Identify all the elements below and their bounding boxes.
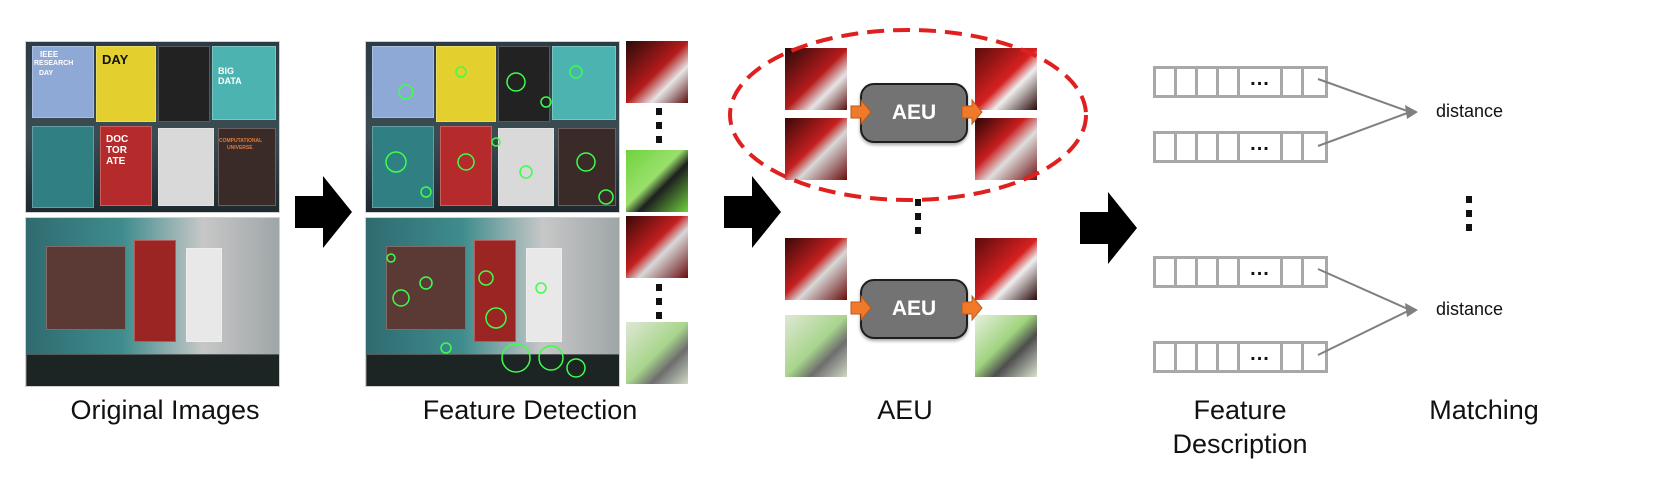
poster-text-ieee: IEEE	[40, 50, 59, 59]
poster-text-day-2: DAY	[102, 52, 129, 67]
descriptor-bar-3: ...	[1153, 256, 1328, 288]
poster-doctorate	[100, 126, 152, 206]
poster-universe	[218, 128, 276, 206]
aeu-output-patch-2	[975, 118, 1037, 180]
match-arrowhead-top	[1405, 105, 1418, 119]
descriptor-bar-4: ...	[1153, 341, 1328, 373]
det-poster-diamond	[498, 128, 554, 206]
aeu-box-bottom: AEU	[860, 279, 968, 339]
det-poster-doctorate-tilted	[474, 240, 516, 342]
label-feature-detection: Feature Detection	[422, 395, 638, 425]
match-line-2	[1317, 111, 1411, 147]
det-poster-doctorate	[440, 126, 492, 206]
stage-arrow-1	[295, 176, 352, 248]
poster-text-universe: UNIVERSE	[227, 145, 253, 151]
aeu-input-patch-2	[785, 118, 847, 180]
stage-arrow-2	[724, 176, 781, 248]
detection-image-bottom	[365, 217, 620, 387]
det-poster-circuit	[372, 126, 434, 208]
poster-text-ate: ATE	[106, 156, 126, 167]
matching-ellipsis	[1465, 196, 1473, 238]
keypoints-top	[385, 65, 614, 205]
small-arrow-in-bottom	[850, 294, 872, 322]
aeu-output-patch-4	[975, 315, 1037, 377]
original-image-bottom	[25, 217, 280, 387]
descriptor-bar-1: ...	[1153, 66, 1328, 98]
distance-label-bottom: distance	[1436, 299, 1504, 319]
small-arrow-in-top	[850, 98, 872, 126]
det-poster-blue	[372, 46, 434, 118]
descriptor-bar-2: ...	[1153, 131, 1328, 163]
patch-column-3	[626, 216, 688, 278]
poster-floor	[26, 354, 279, 386]
aeu-input-patch-1	[785, 48, 847, 110]
match-arrowhead-bottom	[1405, 303, 1418, 317]
det-poster-universe	[558, 128, 616, 206]
label-aeu: AEU	[877, 395, 933, 425]
poster-text-doc: DOC	[106, 134, 129, 145]
det-poster-circuit-large	[386, 246, 466, 330]
descriptor-ellipsis-2: ...	[1240, 134, 1283, 160]
poster-text-big-data: BIG DATA	[218, 66, 242, 86]
poster-teal	[212, 46, 276, 120]
aeu-output-patch-3	[975, 238, 1037, 300]
small-arrow-out-bottom	[961, 294, 983, 322]
label-feature-description-2: Description	[1172, 429, 1308, 459]
patch-ellipsis-2	[655, 284, 663, 326]
poster-circuit	[32, 126, 94, 208]
match-line-3	[1317, 268, 1411, 311]
small-arrow-out-top	[961, 98, 983, 126]
poster-text-tor: TOR	[106, 145, 127, 156]
poster-circuit-large	[46, 246, 126, 330]
det-poster-teal	[552, 46, 616, 120]
aeu-input-patch-3	[785, 238, 847, 300]
poster-diamond	[158, 128, 214, 206]
label-matching: Matching	[1429, 395, 1539, 425]
aeu-box-top: AEU	[860, 83, 968, 143]
poster-diamond-tilted	[186, 248, 222, 342]
aeu-ellipsis	[914, 199, 922, 241]
label-feature-description-1: Feature	[1193, 395, 1287, 425]
poster-dark	[158, 46, 210, 122]
distance-label-top: distance	[1436, 101, 1504, 121]
descriptor-ellipsis-4: ...	[1240, 344, 1283, 370]
poster-doctorate-tilted	[134, 240, 176, 342]
patch-column-2	[626, 150, 688, 212]
detection-image-top	[365, 41, 620, 213]
label-original-images: Original Images	[70, 395, 260, 425]
descriptor-ellipsis-1: ...	[1240, 69, 1283, 95]
aeu-input-patch-4	[785, 315, 847, 377]
det-poster-yellow	[436, 46, 496, 122]
original-image-top	[25, 41, 280, 213]
keypoints-bottom	[386, 253, 586, 378]
match-line-4	[1317, 309, 1411, 356]
descriptor-ellipsis-3: ...	[1240, 259, 1283, 285]
patch-column-1	[626, 41, 688, 103]
patch-column-4	[626, 322, 688, 384]
stage-arrow-3	[1080, 192, 1137, 264]
highlight-ellipse	[728, 28, 1088, 202]
poster-text-research: RESEARCH	[34, 60, 74, 67]
match-line-1	[1317, 78, 1411, 113]
det-poster-diamond-tilted	[526, 248, 562, 342]
poster-yellow	[96, 46, 156, 122]
patch-ellipsis-1	[655, 108, 663, 150]
aeu-output-patch-1	[975, 48, 1037, 110]
poster-text-computational: COMPUTATIONAL	[219, 138, 263, 144]
poster-blue	[32, 46, 94, 118]
poster-text-day: DAY	[39, 70, 54, 77]
